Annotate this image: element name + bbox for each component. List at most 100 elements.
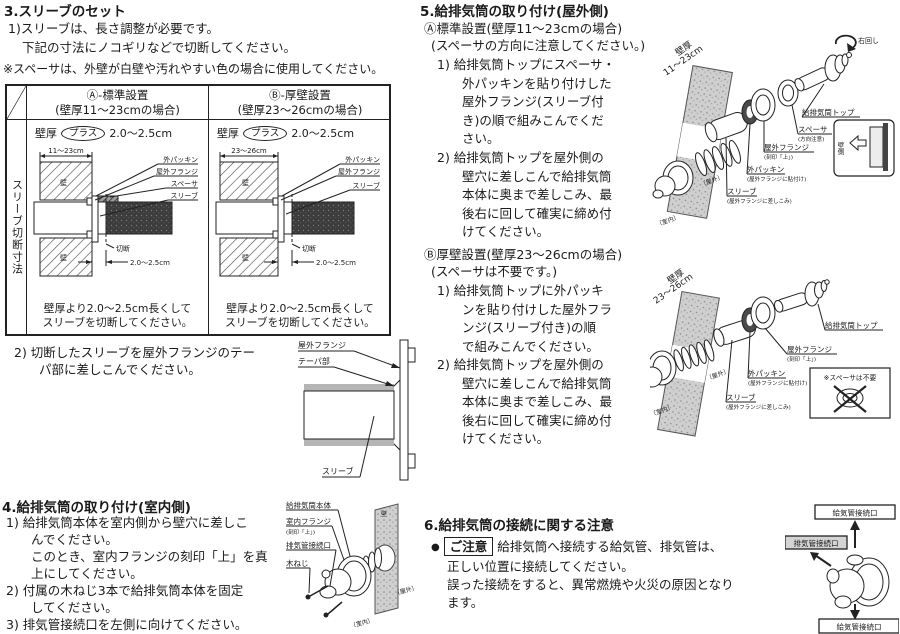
section5a-item2: 2) 給排気筒トップを屋外側の 壁穴に差しこんで給排気筒 本体に奥まで差しこみ、… <box>437 150 613 239</box>
wall-char-top-a: 壁 <box>60 178 67 187</box>
spacer-label-a: スペーサ <box>171 180 198 188</box>
section5-title: 5.給排気筒の取り付け(屋外側) <box>420 4 609 20</box>
section6-number: 6. <box>424 518 439 534</box>
gasket-bottom <box>304 439 394 446</box>
table-diagonal-cell <box>7 86 27 120</box>
outdoor-flange-profile <box>399 339 409 481</box>
section3-number: 3. <box>4 4 19 20</box>
flange-label-b: 屋外フランジ <box>338 167 380 176</box>
sleeve-label-b: スリーブ <box>352 181 380 190</box>
wall-word-a: 壁厚 <box>35 127 57 140</box>
indoor-label: 〔室内〕 <box>655 213 680 229</box>
body-label: 給排気筒本体 <box>286 500 331 510</box>
section5-number: 5. <box>420 4 435 20</box>
indoor-install-figure: 壁 給排気筒本体 室内フランジ (刻印「上」) 排気管接続口 木ねじ 〔室内〕 … <box>286 500 418 630</box>
no-spacer-label: ※スペーサは不要 <box>824 374 877 382</box>
supply-top-label: 給気管接続口 <box>833 508 878 518</box>
gasket-top <box>304 384 394 391</box>
sleeve-flange-figure: 屋外フランジ テーパ部 スリーブ <box>298 339 416 481</box>
section3-line1: 1)スリーブは、長さ調整が必要です。 <box>8 21 219 36</box>
bullet-icon: ● <box>431 542 440 553</box>
wall-char-bottom-b: 壁 <box>242 253 249 262</box>
cutoff-part-b <box>291 201 355 235</box>
section3-line2: 下記の寸法にノコギリなどで切断してください。 <box>22 40 297 55</box>
section5b-heading: Ⓑ厚壁設置(壁厚23〜26cmの場合) <box>424 247 623 262</box>
outdoor-install-figure-b: 壁厚 23〜26cm <box>650 266 891 437</box>
turn-right-label: 右回し <box>858 36 879 45</box>
plus-dim-a: 2.0〜2.5cm <box>109 127 173 140</box>
wall-char-top-b: 壁 <box>242 178 249 187</box>
section5a-heading: Ⓐ標準設置(壁厚11〜23cmの場合) <box>424 21 623 36</box>
exhaust-port <box>319 585 337 599</box>
rotate-arrow <box>834 34 857 50</box>
table-cell-a: 壁厚 プラス 2.0〜2.5cm 11〜23cm 壁 壁 切 <box>27 120 209 334</box>
sleeve-label-a: スリーブ <box>170 191 198 200</box>
no-spacer-inset: ※スペーサは不要 <box>809 367 891 419</box>
sleeve-cut-table: Ⓐ-標準設置 (壁厚11〜23cmの場合) Ⓑ-厚壁設置 (壁厚23〜26cmの… <box>5 84 391 336</box>
table-side-label: スリーブ切断寸法 <box>7 120 27 334</box>
exhaust-port-label: 排気管接続口 <box>286 540 331 550</box>
caution-badge: ご注意 <box>443 537 494 556</box>
packing-note: (屋外フランジに貼付け) <box>748 379 807 387</box>
section4-title: 4.給排気筒の取り付け(室内側) <box>2 500 191 516</box>
indoor-label: 〔室内〕 <box>349 616 374 630</box>
flange-profile-a <box>91 195 99 243</box>
packing-label-a: 外パッキン <box>163 155 198 164</box>
wall-char-bottom-a: 壁 <box>60 253 67 262</box>
device-body <box>652 160 694 199</box>
section3-item2: 2) 切断したスリーブを屋外フランジのテー パ部に差しこんでください。 <box>14 345 256 377</box>
section5a-item1: 1) 給排気筒トップにスペーサ・ 外パッキンを貼り付けした 屋外フランジ(スリー… <box>437 57 616 146</box>
sleeve-tube <box>704 112 748 143</box>
section6-title: 6.給排気筒の接続に関する注意 <box>424 518 615 534</box>
spacer-direction-inset: 壁側 <box>833 119 895 177</box>
packing-label-b: 外パッキン <box>345 155 380 164</box>
supply-bottom-label: 給気管接続口 <box>837 622 882 632</box>
spacer-note: (方向注意) <box>798 135 824 143</box>
sleeve-label: スリーブ <box>322 466 354 476</box>
bottom-dim-b: 2.0〜2.5cm <box>316 259 356 267</box>
spacer-strip-a <box>97 195 119 203</box>
device-body <box>650 350 677 388</box>
top-unit <box>773 279 830 313</box>
section3-title: 3.スリーブのセット <box>4 4 126 20</box>
flange-label: 屋外フランジ <box>298 340 346 350</box>
wall-upper-a <box>39 161 93 201</box>
screw-label: 木ねじ <box>286 558 309 568</box>
arrow-left <box>814 554 832 567</box>
cut-diagram-b: 23〜26cm 壁 壁 切断 2.0〜2.5cm 外パッキン 屋外フラ <box>215 147 380 277</box>
section5b-subheading: (スペーサは不要です。) <box>431 264 558 279</box>
flange-profile-b <box>277 195 285 243</box>
supply-bottom-box <box>818 618 899 634</box>
bottom-dim-a: 2.0〜2.5cm <box>130 259 170 267</box>
sleeve-label: スリーブ <box>726 392 756 402</box>
flange-label: 屋外フランジ <box>787 344 832 354</box>
wall-lower-b <box>219 237 279 277</box>
outdoor-install-figure-a: 壁厚 11〜23cm <box>652 34 895 229</box>
exhaust-label: 排気管接続口 <box>794 538 839 548</box>
flange-label-a: 屋外フランジ <box>156 167 198 176</box>
top-dim-b: 23〜26cm <box>231 147 267 155</box>
caption-b: 壁厚より2.0〜2.5cm長くして スリーブを切断してください。 <box>225 302 375 329</box>
indoor-flange-note: (刻印「上」) <box>286 528 315 536</box>
section5b-item1: 1) 給排気筒トップに外パッキ ンを貼り付けした屋外フラ ンジ(スリーブ付き)の… <box>437 283 613 354</box>
section4-items: 1) 給排気筒本体を室内側から壁穴に差しこ んでください。 このとき、室内フラン… <box>6 515 268 632</box>
coil-sleeve <box>695 139 741 177</box>
packing-label: 外パッキン <box>747 164 784 174</box>
caution-text-line1: 給排気筒へ接続する給気管、排気管は、 <box>497 539 723 554</box>
table-cell-b: 壁厚 プラス 2.0〜2.5cm 23〜26cm 壁 壁 切断 <box>209 120 391 334</box>
plus-oval-b: プラス <box>243 125 288 141</box>
section6-caution-line: ● ご注意 給排気筒へ接続する給気管、排気管は、 <box>431 537 722 556</box>
section4-number: 4. <box>2 500 17 516</box>
top-unit-label: 給排気筒トップ <box>802 107 855 117</box>
connection-ports-figure: 給気管接続口 排気管接続口 給気管接続口 <box>785 504 899 634</box>
left-arrow-icon <box>849 134 867 152</box>
outdoor-label: 〔屋外〕 <box>705 367 730 383</box>
cut-label-b: 切断 <box>302 244 316 253</box>
packing-label: 外パッキン <box>748 368 785 378</box>
table-header-a: Ⓐ-標準設置 (壁厚11〜23cmの場合) <box>27 86 209 120</box>
section5a-subheading: (スペーサの方向に注意してください。) <box>431 38 646 53</box>
cutoff-part-a <box>105 201 173 235</box>
taper-label: テーパ部 <box>298 356 330 366</box>
coil-sleeve <box>673 339 715 372</box>
